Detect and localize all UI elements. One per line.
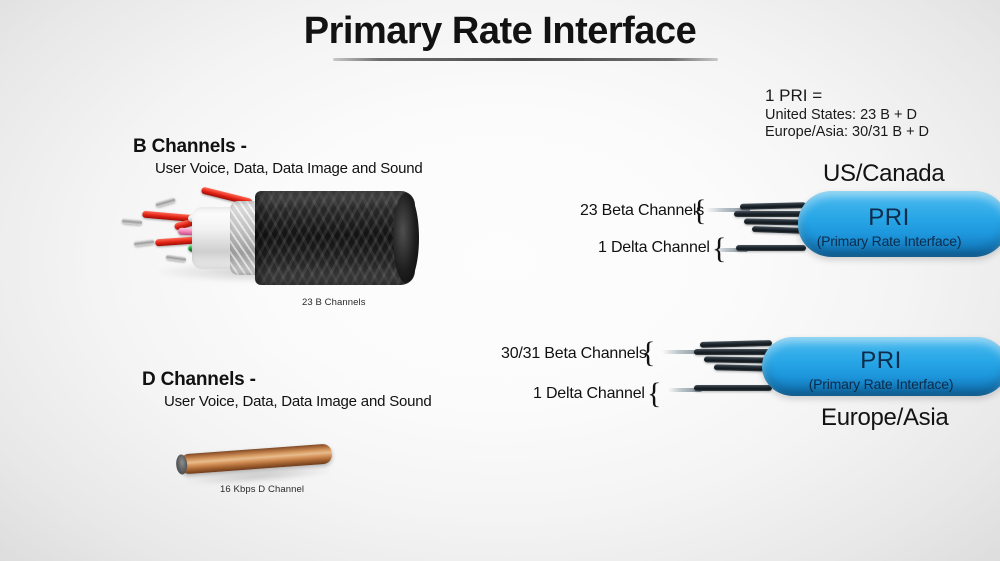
multicore-cable-illustration [100, 183, 419, 293]
beta-channel-wire [694, 349, 772, 355]
conductor-tip [121, 218, 143, 225]
page-title: Primary Rate Interface [303, 10, 697, 52]
us-delta-channel-label: 1 Delta Channel [598, 239, 710, 256]
conductor-tip [133, 239, 155, 247]
wire-highlight-tip [712, 248, 748, 252]
delta-channel-wire [736, 245, 806, 251]
wire-highlight-tip [706, 208, 750, 212]
beta-channel-wire [699, 340, 773, 348]
delta-channel-wire [694, 385, 772, 391]
pri-cable-europe-label: PRI (Primary Rate Interface) [754, 347, 1000, 392]
d-channels-heading: D Channels - [142, 369, 256, 390]
b-channels-heading-block: B Channels - User Voice, Data, Data Imag… [133, 136, 423, 177]
europe-beta-channels-label: 30/31 Beta Channels [501, 345, 647, 362]
pri-definition-block: 1 PRI = United States: 23 B + D Europe/A… [765, 86, 929, 142]
pri-cable-europe: PRI (Primary Rate Interface) [762, 337, 1000, 396]
us-beta-channels-label: 23 Beta Channels [580, 202, 705, 219]
title-underline-divider [333, 58, 718, 61]
pri-definition-europe: Europe/Asia: 30/31 B + D [765, 124, 930, 141]
d-channels-subheading: User Voice, Data, Data Image and Sound [164, 393, 432, 410]
europe-delta-channel-label: 1 Delta Channel [533, 385, 645, 402]
pri-definition-line1: 1 PRI = [765, 86, 823, 105]
d-channels-heading-block: D Channels - User Voice, Data, Data Imag… [142, 369, 432, 410]
cable-outer-jacket [255, 191, 419, 285]
pri-full-name-europe: (Primary Rate Interface) [808, 376, 954, 392]
wire-highlight-tip [662, 350, 706, 354]
b-channels-image-caption: 23 B Channels [302, 297, 366, 308]
us-delta-brace-icon: { [712, 232, 727, 265]
conductor-tip [155, 197, 176, 208]
region-title-us: US/Canada [823, 160, 945, 187]
pri-cable-us-label: PRI (Primary Rate Interface) [770, 204, 1000, 249]
region-title-europe: Europe/Asia [821, 404, 949, 431]
wire-highlight-tip [668, 388, 702, 392]
pri-cable-us: PRI (Primary Rate Interface) [798, 191, 1000, 257]
europe-beta-brace-icon: { [641, 336, 656, 369]
b-channels-subheading: User Voice, Data, Data Image and Sound [155, 160, 423, 177]
pri-abbr-europe: PRI [860, 347, 902, 374]
europe-delta-brace-icon: { [647, 377, 662, 410]
b-channels-heading: B Channels - [133, 136, 247, 157]
beta-channel-wire [734, 211, 806, 217]
us-beta-brace-icon: { [692, 194, 707, 227]
pri-full-name-us: (Primary Rate Interface) [816, 233, 962, 249]
d-channels-image-caption: 16 Kbps D Channel [220, 484, 305, 495]
pri-abbr-us: PRI [868, 204, 910, 231]
pri-definition-us: United States: 23 B + D [765, 106, 917, 123]
